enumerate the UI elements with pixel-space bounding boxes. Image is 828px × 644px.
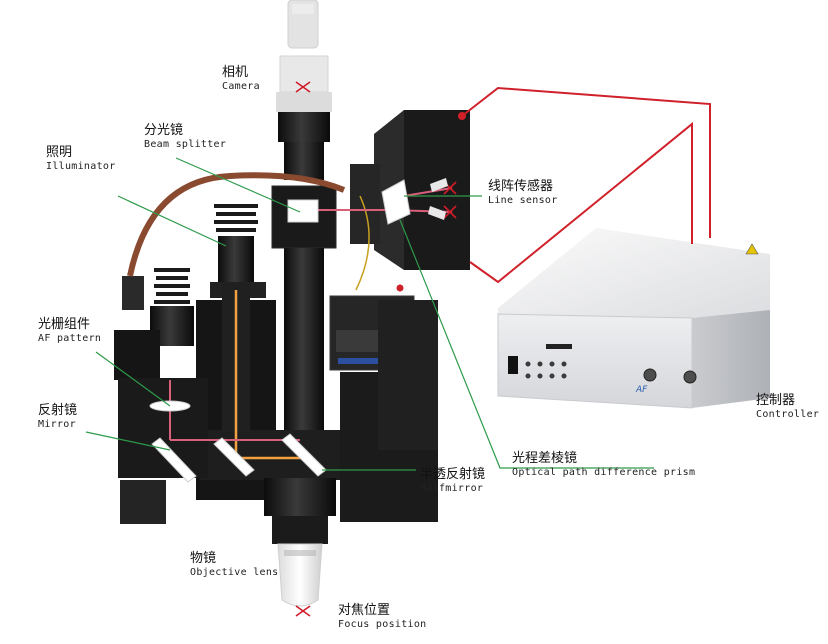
signal-cables: [396, 86, 711, 292]
prism-block: [329, 295, 438, 522]
label-beam-splitter: 分光镜 Beam splitter: [144, 123, 227, 150]
label-illuminator-en: Illuminator: [46, 160, 116, 172]
label-illuminator-zh: 照明: [46, 145, 73, 160]
label-camera-zh: 相机: [222, 65, 249, 80]
label-objective: 物镜 Objective lens: [190, 551, 279, 578]
label-line-sensor-zh: 线阵传感器: [488, 179, 554, 194]
label-focus-en: Focus position: [338, 618, 427, 630]
objective-lens: [277, 543, 323, 607]
label-half-mirror: 半透反射镜 Halfmirror: [420, 467, 486, 494]
af-pattern-unit: [114, 268, 208, 524]
label-camera: 相机 Camera: [222, 65, 260, 92]
beam-splitter-cube: [287, 199, 319, 223]
label-focus-zh: 对焦位置: [338, 603, 391, 618]
label-mirror: 反射镜 Mirror: [38, 403, 78, 430]
label-opd-prism-en: Optical path difference prism: [512, 466, 696, 478]
light-path: [169, 81, 457, 617]
label-objective-en: Objective lens: [190, 566, 279, 578]
label-half-mirror-zh: 半透反射镜: [420, 467, 486, 482]
label-opd-prism-zh: 光程差棱镜: [512, 451, 578, 466]
label-beam-splitter-zh: 分光镜: [144, 123, 184, 138]
fiber-cable: [127, 172, 346, 277]
label-beam-splitter-en: Beam splitter: [144, 138, 227, 150]
leader-lines: [85, 157, 654, 471]
label-af-pattern-en: AF pattern: [38, 332, 102, 344]
label-af-pattern-zh: 光栅组件: [38, 317, 91, 332]
prism-white: [381, 179, 411, 225]
label-objective-zh: 物镜: [190, 551, 217, 566]
label-mirror-en: Mirror: [38, 418, 76, 430]
label-controller-en: Controller: [756, 408, 820, 420]
label-af-pattern: 光栅组件 AF pattern: [38, 317, 102, 344]
label-controller: 控制器 Controller: [756, 393, 820, 420]
label-line-sensor: 线阵传感器 Line sensor: [488, 179, 558, 206]
label-line-sensor-en: Line sensor: [488, 194, 558, 206]
label-opd-prism: 光程差棱镜 Optical path difference prism: [512, 451, 696, 478]
label-camera-en: Camera: [222, 80, 260, 92]
label-illuminator: 照明 Illuminator: [46, 145, 116, 172]
controller-logo: AF: [635, 385, 648, 395]
controller-box: [497, 228, 770, 409]
label-focus: 对焦位置 Focus position: [338, 603, 427, 630]
camera-unit: [276, 0, 332, 112]
label-controller-zh: 控制器: [756, 393, 796, 408]
label-half-mirror-en: Halfmirror: [420, 482, 484, 494]
label-mirror-zh: 反射镜: [38, 403, 78, 418]
